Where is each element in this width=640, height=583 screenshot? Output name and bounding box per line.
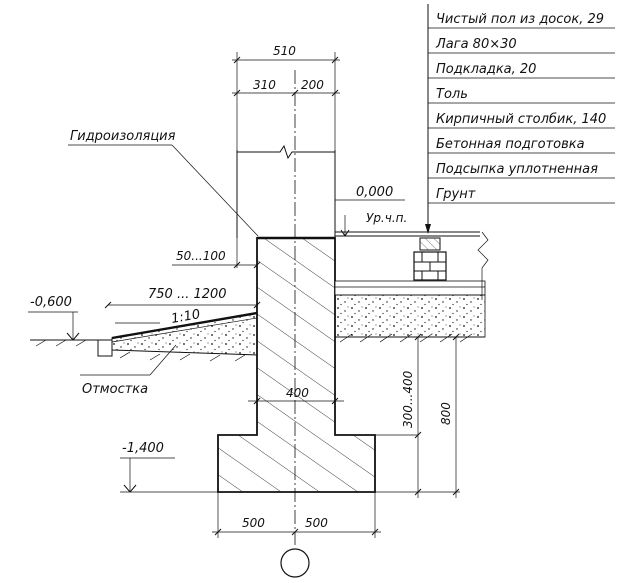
dim-vertical: 300...400 800 bbox=[375, 333, 485, 498]
dim-height-total: 800 bbox=[439, 402, 453, 425]
dim-blind-area-width: 750 ... 1200 bbox=[148, 287, 227, 302]
waterproofing-label: Гидроизоляция bbox=[70, 129, 176, 144]
legend-layer-compacted-fill: Подсыпка уплотненная bbox=[436, 162, 598, 177]
foundation-body bbox=[217, 237, 376, 493]
axis-bubble bbox=[280, 548, 310, 578]
legend-layer-floor: Чистый пол из досок, 29 bbox=[436, 12, 604, 27]
dim-footing: 500 500 bbox=[212, 492, 381, 538]
legend-layer-concrete-base: Бетонная подготовка bbox=[436, 137, 585, 152]
dim-footing-right: 500 bbox=[305, 516, 328, 530]
base-level-mark: -1,400 bbox=[120, 441, 218, 493]
top-dimensions: 510 310 200 bbox=[232, 44, 340, 150]
blind-area: 750 ... 1200 1:10 Отмостка bbox=[30, 287, 261, 397]
base-level-value: -1,400 bbox=[122, 441, 164, 456]
waterproofing-callout: Гидроизоляция bbox=[68, 129, 259, 237]
floor-level-value: 0,000 bbox=[356, 185, 393, 200]
dim-wall-offset: 50...100 bbox=[172, 238, 261, 269]
legend-layer-pad: Подкладка, 20 bbox=[436, 62, 536, 77]
dim-footing-left: 500 bbox=[242, 516, 265, 530]
floor-assembly bbox=[334, 231, 489, 343]
blind-area-label: Отмостка bbox=[82, 382, 148, 397]
legend-layer-soil: Грунт bbox=[436, 187, 476, 202]
ground-level-value: -0,600 bbox=[30, 295, 72, 310]
layer-legend: Чистый пол из досок, 29 Лага 80×30 Подкл… bbox=[425, 4, 615, 234]
ground-level-mark: -0,600 bbox=[28, 295, 80, 341]
dim-foundation-wall: 400 bbox=[248, 386, 344, 405]
wall-above-plinth bbox=[236, 144, 336, 238]
legend-layer-joist: Лага 80×30 bbox=[435, 37, 517, 52]
slope-ratio: 1:10 bbox=[170, 307, 201, 327]
floor-level-mark: 0,000 Ур.ч.п. bbox=[335, 185, 407, 237]
legend-layer-roofing-felt: Толь bbox=[436, 87, 468, 102]
dim-foundation-wall-width: 400 bbox=[286, 386, 309, 400]
dim-wall-to-floor: 50...100 bbox=[176, 249, 226, 263]
dim-wall-left: 310 bbox=[253, 78, 276, 92]
dim-height-top: 300...400 bbox=[401, 370, 415, 428]
dim-wall-right: 200 bbox=[301, 78, 324, 92]
legend-layer-brick-post: Кирпичный столбик, 140 bbox=[436, 112, 606, 127]
dim-wall-total: 510 bbox=[273, 44, 296, 58]
floor-level-abbreviation: Ур.ч.п. bbox=[366, 211, 407, 225]
